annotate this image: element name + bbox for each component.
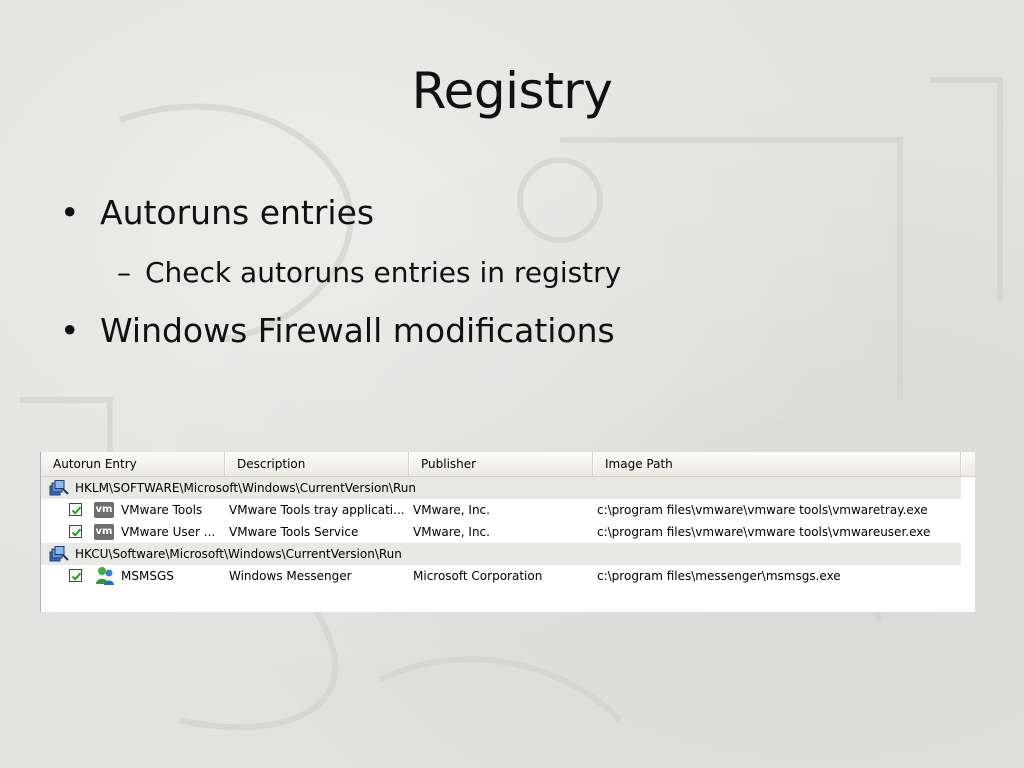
table-row[interactable]: vm VMware Tools VMware Tools tray applic… <box>41 499 961 521</box>
entry-checkbox[interactable] <box>69 503 82 516</box>
autoruns-table: Autorun Entry Description Publisher Imag… <box>40 452 975 612</box>
bullet-text: Windows Firewall modifications <box>100 311 615 350</box>
registry-key-icon <box>49 480 69 496</box>
sub-bullet-text: Check autoruns entries in registry <box>145 256 622 289</box>
cell-publisher: VMware, Inc. <box>413 525 490 539</box>
column-header-autorun-entry[interactable]: Autorun Entry <box>41 452 226 476</box>
sub-bullet-item: – Check autoruns entries in registry <box>60 252 960 294</box>
entry-checkbox[interactable] <box>69 569 82 582</box>
table-header: Autorun Entry Description Publisher Imag… <box>41 452 975 477</box>
sub-bullet-dash: – <box>117 256 131 289</box>
cell-image-path: c:\program files\vmware\vmware tools\vmw… <box>597 525 931 539</box>
cell-autorun-entry: VMware Tools <box>121 503 203 517</box>
vmware-icon: vm <box>94 502 114 518</box>
table-row[interactable]: vm VMware User ... VMware Tools Service … <box>41 521 961 543</box>
column-header-publisher[interactable]: Publisher <box>409 452 594 476</box>
bullet-dot: • <box>60 311 80 350</box>
cell-image-path: c:\program files\vmware\vmware tools\vmw… <box>597 503 928 517</box>
table-row[interactable]: MSMSGS Windows Messenger Microsoft Corpo… <box>41 565 961 587</box>
cell-publisher: Microsoft Corporation <box>413 569 543 583</box>
checkmark-icon <box>71 528 82 537</box>
registry-key-path: HKCU\Software\Microsoft\Windows\CurrentV… <box>75 547 402 561</box>
checkmark-icon <box>71 506 82 515</box>
bullet-dot: • <box>60 193 80 232</box>
cell-autorun-entry: VMware User ... <box>121 525 216 539</box>
cell-autorun-entry: MSMSGS <box>121 569 174 583</box>
vmware-icon: vm <box>94 524 114 540</box>
cell-publisher: VMware, Inc. <box>413 503 490 517</box>
cell-description: VMware Tools Service <box>229 525 359 539</box>
column-header-description[interactable]: Description <box>225 452 410 476</box>
registry-key-icon <box>49 546 69 562</box>
registry-key-row[interactable]: HKCU\Software\Microsoft\Windows\CurrentV… <box>41 543 961 565</box>
checkmark-icon <box>71 572 82 581</box>
cell-image-path: c:\program files\messenger\msmsgs.exe <box>597 569 841 583</box>
bullet-text: Autoruns entries <box>100 193 375 232</box>
slide-title: Registry <box>411 62 613 120</box>
bullet-list: • Autoruns entries – Check autoruns entr… <box>60 190 960 354</box>
bullet-item: • Windows Firewall modifications <box>60 308 960 354</box>
column-header-image-path[interactable]: Image Path <box>593 452 962 476</box>
bullet-item: • Autoruns entries <box>60 190 960 236</box>
messenger-icon <box>96 567 114 585</box>
entry-checkbox[interactable] <box>69 525 82 538</box>
registry-key-path: HKLM\SOFTWARE\Microsoft\Windows\CurrentV… <box>75 481 416 495</box>
registry-key-row[interactable]: HKLM\SOFTWARE\Microsoft\Windows\CurrentV… <box>41 477 961 499</box>
cell-description: Windows Messenger <box>229 569 352 583</box>
cell-description: VMware Tools tray applicati... <box>229 503 405 517</box>
